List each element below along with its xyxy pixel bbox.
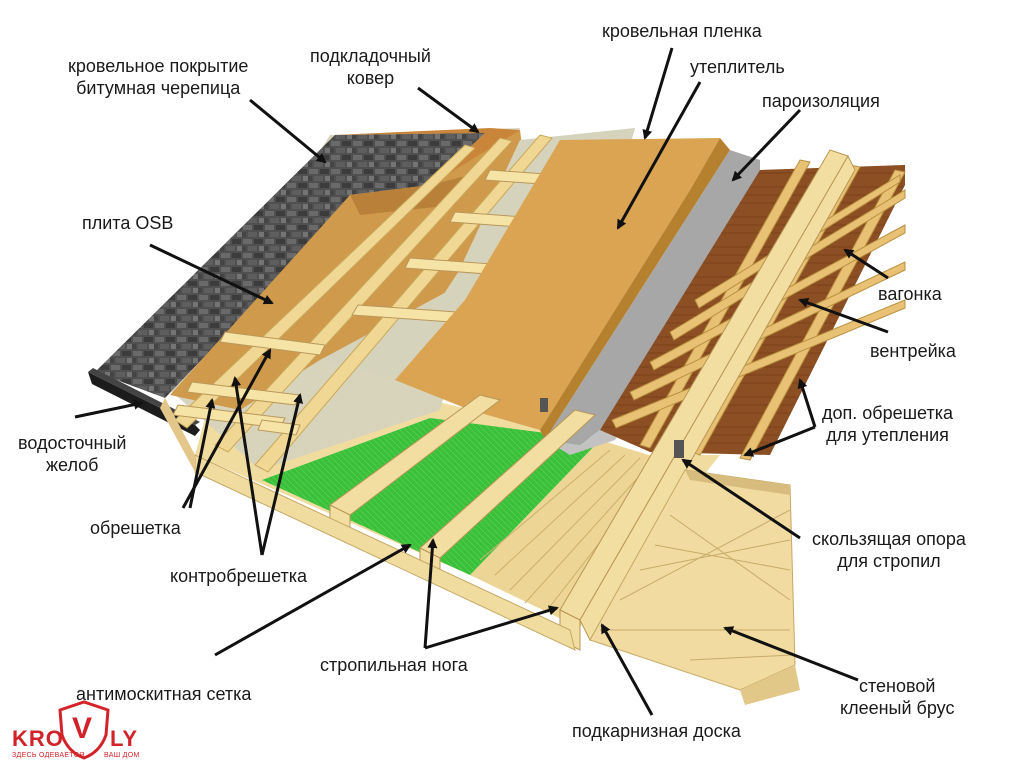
logo-tagline-left: ЗДЕСЬ ОДЕВАЕТСЯ [12,752,85,759]
label-underlay-carpet: подкладочный ковер [310,46,431,88]
label-sliding-support: скользящая опора для стропил [812,529,966,571]
label-rafter: стропильная нога [320,655,468,675]
vapor-barrier [545,150,760,445]
logo-mark: V [72,712,94,745]
logo-left: KRO [12,726,64,751]
label-insulation: утеплитель [690,57,785,77]
label-vapor-barrier: пароизоляция [762,91,880,111]
label-counter-battens: контробрешетка [170,566,308,586]
label-extra-battens: доп. обрешетка для утепления [822,403,953,445]
label-wall-beam: стеновой клееный брус [840,676,955,718]
sliding-support [674,440,684,458]
label-lining: вагонка [878,284,942,304]
label-bitumen-roof: кровельное покрытие битумная черепица [68,56,249,98]
label-roof-film: кровельная пленка [602,21,762,41]
logo-shield [58,700,110,760]
label-osb: плита OSB [82,213,174,233]
label-eaves-board: подкарнизная доска [572,721,741,741]
label-gutter: водосточный желоб [18,433,127,475]
label-battens: обрешетка [90,518,181,538]
label-vent-strip: вентрейка [870,341,956,361]
logo-right: LY [110,726,139,751]
wall-beam-end [740,665,800,705]
insulation-block [395,138,720,430]
logo-tagline-right: ВАШ ДОМ [104,752,140,759]
label-insect-net: антимоскитная сетка [76,684,252,704]
rafters [329,149,856,651]
